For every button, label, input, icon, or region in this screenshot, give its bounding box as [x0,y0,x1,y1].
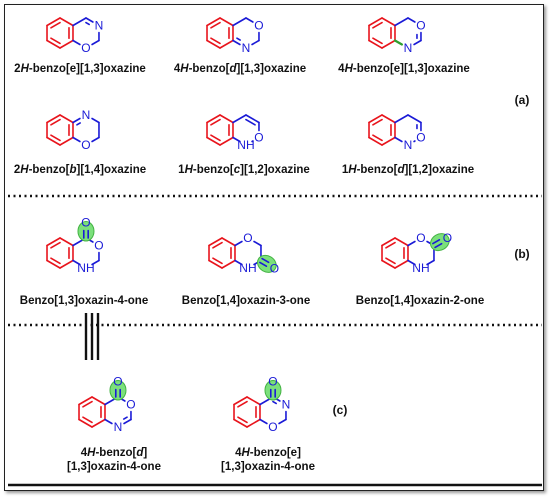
name-4h-benzo-d-oxazinone-line1: 4H-benzo[d] [81,447,148,459]
name-4h-benzo-d-1-3-oxazine: 4H-benzo[d][1,3]oxazine [174,63,306,75]
name-1h-benzo-d-1-2-oxazine: 1H-benzo[d][1,2]oxazine [342,164,474,176]
oxygen-atom: O [254,19,263,33]
structure-2h-benzo-b-1-4-oxazine: NO [46,108,100,152]
carbonyl-oxygen: O [443,231,452,245]
structure-4h-benzo-d-1-3-oxazine: ON [206,17,264,55]
oxygen-atom: O [268,420,277,434]
figure-frame [4,4,544,491]
nitrogen-atom: N [404,138,413,152]
structure-4h-benzo-e-1-3-oxazin-4-one: NO O [233,375,291,434]
oxygen-atom: O [81,138,90,152]
carbonyl-oxygen: O [270,261,279,275]
structure-benzo-1-4-oxazin-3-one: O NH O [208,231,279,275]
oxygen-atom: O [254,131,263,145]
structure-benzo-1-4-oxazin-2-one: O NH O [381,231,452,275]
name-2h-benzo-e-1-3-oxazine: 2H-benzo[e][1,3]oxazine [14,63,146,75]
carbonyl-oxygen: O [81,216,90,230]
nh-group: NH [412,261,429,275]
oxygen-atom: O [416,19,425,33]
structure-1h-benzo-c-1-2-oxazine: ONH [206,114,264,152]
carbonyl-highlight [77,221,95,242]
section-label-a: (a) [515,93,530,107]
structure-4h-benzo-d-1-3-oxazin-4-one: ONO [78,375,136,434]
structure-2h-benzo-e-1-3-oxazine: NO [46,17,104,55]
nitrogen-atom: N [282,398,291,412]
nitrogen-atom: N [242,41,251,55]
name-4h-benzo-d-oxazinone-line2: [1,3]oxazin-4-one [67,461,161,473]
oxygen-atom: O [416,231,425,245]
nitrogen-atom: N [404,41,413,55]
nitrogen-atom: N [114,420,123,434]
carbonyl-oxygen: O [113,375,122,389]
name-4h-benzo-e-1-3-oxazine: 4H-benzo[e][1,3]oxazine [338,63,470,75]
section-label-c: (c) [333,403,348,417]
equivalence-triple-line [84,313,100,360]
name-benzo-1-4-oxazin-2-one: Benzo[1,4]oxazin-2-one [356,295,484,307]
structure-4h-benzo-e-1-3-oxazine: ON [368,17,426,55]
nh-group: NH [77,261,94,275]
carbonyl-highlight [257,254,277,273]
section-label-b: (b) [514,247,529,261]
name-1h-benzo-c-1-2-oxazine: 1H-benzo[c][1,2]oxazine [178,164,310,176]
oxygen-atom: O [126,398,135,412]
nh-group: NH [239,261,256,275]
oxygen-atom: O [243,231,252,245]
name-4h-benzo-e-oxazinone-line1: 4H-benzo[e] [235,447,301,459]
name-2h-benzo-b-1-4-oxazine: 2H-benzo[b][1,4]oxazine [14,164,146,176]
name-benzo-1-3-oxazin-4-one: Benzo[1,3]oxazin-4-one [20,295,148,307]
carbonyl-highlight [430,233,450,252]
nh-group: NH [237,138,254,152]
oxygen-atom: O [416,131,425,145]
structure-1h-benzo-d-1-2-oxazine: ON [368,114,426,152]
nitrogen-atom: N [95,19,104,33]
oxygen-atom: O [94,239,103,253]
nitrogen-atom: N [82,108,91,122]
name-benzo-1-4-oxazin-3-one: Benzo[1,4]oxazin-3-one [182,295,310,307]
carbonyl-highlight [109,380,127,401]
oxygen-atom: O [81,41,90,55]
name-4h-benzo-e-oxazinone-line2: [1,3]oxazin-4-one [221,461,315,473]
carbonyl-highlight [264,380,282,401]
carbonyl-oxygen: O [268,375,277,389]
